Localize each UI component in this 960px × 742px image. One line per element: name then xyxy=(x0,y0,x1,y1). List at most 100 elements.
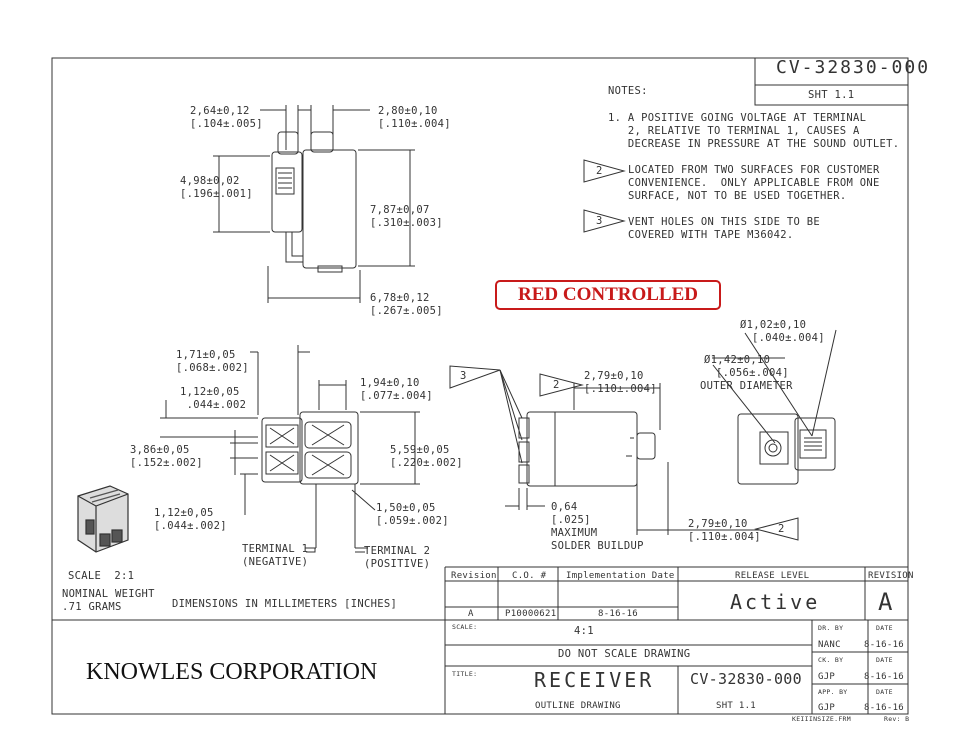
dim-top-w3: 6,78±0,12 xyxy=(370,292,430,304)
revision-label: REVISION xyxy=(868,571,914,581)
app-date-label: DATE xyxy=(876,688,893,696)
dim-side-b-in: [.025] xyxy=(551,514,591,526)
dim-front-a: 1,71±0,05 xyxy=(176,349,236,361)
dim-front-g-in: [.059±.002] xyxy=(376,515,449,527)
dim-front-f: 1,12±0,05 xyxy=(154,507,214,519)
front-view xyxy=(160,345,420,549)
company-name: KNOWLES CORPORATION xyxy=(86,659,378,685)
note-3-line-2: COVERED WITH TAPE M36042. xyxy=(628,229,794,241)
rev-header-date: Implementation Date xyxy=(566,571,675,581)
dim-top-h1-in: [.196±.001] xyxy=(180,188,253,200)
rev-header-co: C.O. # xyxy=(512,571,547,581)
dim-end-b: Ø1,42±0,10 xyxy=(704,354,771,366)
terminal-1-label: TERMINAL 1 xyxy=(242,543,309,555)
side-view xyxy=(499,369,760,535)
scale-value: 4:1 xyxy=(574,625,594,637)
dr-date-label: DATE xyxy=(876,624,893,632)
dim-front-d-in: [.152±.002] xyxy=(130,457,203,469)
ck-by-value: GJP xyxy=(818,672,836,682)
notes-heading: NOTES: xyxy=(608,85,648,97)
dim-side-b-note2: SOLDER BUILDUP xyxy=(551,540,644,552)
dim-end-a: Ø1,02±0,10 xyxy=(740,319,807,331)
dim-top-h2-in: [.310±.003] xyxy=(370,217,443,229)
sheet-top: SHT 1.1 xyxy=(808,89,855,101)
app-by-label: APP. BY xyxy=(818,688,848,696)
dim-end-b-note: OUTER DIAMETER xyxy=(700,380,793,392)
dim-front-b: 1,12±0,05 xyxy=(180,386,240,398)
dim-top-w1: 2,64±0,12 xyxy=(190,105,250,117)
dim-top-w1-in: [.104±.005] xyxy=(190,118,263,130)
dim-end-a-in: [.040±.004] xyxy=(752,332,825,344)
dim-top-w3-in: [.267±.005] xyxy=(370,305,443,317)
weight-value: .71 GRAMS xyxy=(62,601,122,613)
release-level-label: RELEASE LEVEL xyxy=(735,571,810,581)
end-view xyxy=(712,329,837,485)
subtitle-value: OUTLINE DRAWING xyxy=(535,701,621,711)
revision-value: A xyxy=(878,588,893,616)
dim-top-w2: 2,80±0,10 xyxy=(378,105,438,117)
rev-row-revision: A xyxy=(468,609,474,619)
dim-front-a-in: [.068±.002] xyxy=(176,362,249,374)
dim-top-h1: 4,98±0,02 xyxy=(180,175,240,187)
dim-front-b-in: .044±.002 xyxy=(180,399,247,411)
dim-top-w2-in: [.110±.004] xyxy=(378,118,451,130)
drawing-number-top: CV-32830-000 xyxy=(776,57,931,78)
ck-date-value: 8-16-16 xyxy=(864,672,905,682)
dim-front-e-in: [.220±.002] xyxy=(390,457,463,469)
dr-by-label: DR. BY xyxy=(818,624,844,632)
dim-front-d: 3,86±0,05 xyxy=(130,444,190,456)
ck-date-label: DATE xyxy=(876,656,893,664)
weight-label: NOMINAL WEIGHT xyxy=(62,588,155,600)
dim-side-b: 0,64 xyxy=(551,501,578,513)
red-controlled-stamp: RED CONTROLLED xyxy=(495,280,721,310)
terminal-2-polarity: (POSITIVE) xyxy=(364,558,431,570)
dim-side-c-in: [.110±.004] xyxy=(688,531,761,543)
dim-top-h2: 7,87±0,07 xyxy=(370,204,430,216)
note-1-line-1: 1. A POSITIVE GOING VOLTAGE AT TERMINAL xyxy=(608,112,867,124)
drawing-border xyxy=(51,57,909,715)
note-2-line-1: LOCATED FROM TWO SURFACES FOR CUSTOMER xyxy=(628,164,880,176)
iso-sketch-icon xyxy=(77,485,129,553)
dr-by-value: NANC xyxy=(818,640,841,650)
scale-note: SCALE 2:1 xyxy=(68,570,135,582)
note-1-line-3: DECREASE IN PRESSURE AT THE SOUND OUTLET… xyxy=(608,138,900,150)
dim-side-c: 2,79±0,10 xyxy=(688,518,748,530)
title-block-sheet: SHT 1.1 xyxy=(716,701,757,711)
release-level-value: Active xyxy=(730,590,821,614)
dim-front-f-in: [.044±.002] xyxy=(154,520,227,532)
dim-front-e: 5,59±0,05 xyxy=(390,444,450,456)
rev-row-co: P10000621 xyxy=(505,609,557,619)
dim-front-c-in: [.077±.004] xyxy=(360,390,433,402)
rev-row-date: 8-16-16 xyxy=(598,609,639,619)
terminal-2-label: TERMINAL 2 xyxy=(364,545,431,557)
note-2-flag: 2 xyxy=(596,165,603,177)
dr-date-value: 8-16-16 xyxy=(864,640,905,650)
footer-left: KEIIINSIZE.FRM xyxy=(792,715,851,723)
flag-2a: 2 xyxy=(553,379,560,391)
flag-3: 3 xyxy=(460,370,467,382)
dim-end-b-in: [.056±.004] xyxy=(716,367,789,379)
title-block-number: CV-32830-000 xyxy=(690,670,802,688)
dim-side-b-note1: MAXIMUM xyxy=(551,527,598,539)
app-by-value: GJP xyxy=(818,703,836,713)
ck-by-label: CK. BY xyxy=(818,656,844,664)
dim-front-g: 1,50±0,05 xyxy=(376,502,436,514)
note-1-line-2: 2, RELATIVE TO TERMINAL 1, CAUSES A xyxy=(608,125,860,137)
note-2-line-3: SURFACE, NOT TO BE USED TOGETHER. xyxy=(628,190,847,202)
note-3-line-1: VENT HOLES ON THIS SIDE TO BE xyxy=(628,216,821,228)
rev-header-revision: Revision xyxy=(451,571,497,581)
note-2-line-2: CONVENIENCE. ONLY APPLICABLE FROM ONE xyxy=(628,177,880,189)
title-label: TITLE: xyxy=(452,670,478,678)
title-value: RECEIVER xyxy=(534,668,655,692)
footer-right: Rev: B xyxy=(884,715,910,723)
units-note: DIMENSIONS IN MILLIMETERS [INCHES] xyxy=(172,598,398,610)
dim-side-a: 2,79±0,10 xyxy=(584,370,644,382)
do-not-scale: DO NOT SCALE DRAWING xyxy=(558,648,691,660)
terminal-1-polarity: (NEGATIVE) xyxy=(242,556,309,568)
note-3-flag: 3 xyxy=(596,215,603,227)
title-block-lines xyxy=(52,566,908,714)
dim-side-a-in: [.110±.004] xyxy=(584,383,657,395)
dim-front-c: 1,94±0,10 xyxy=(360,377,420,389)
flag-2b: 2 xyxy=(778,523,785,535)
